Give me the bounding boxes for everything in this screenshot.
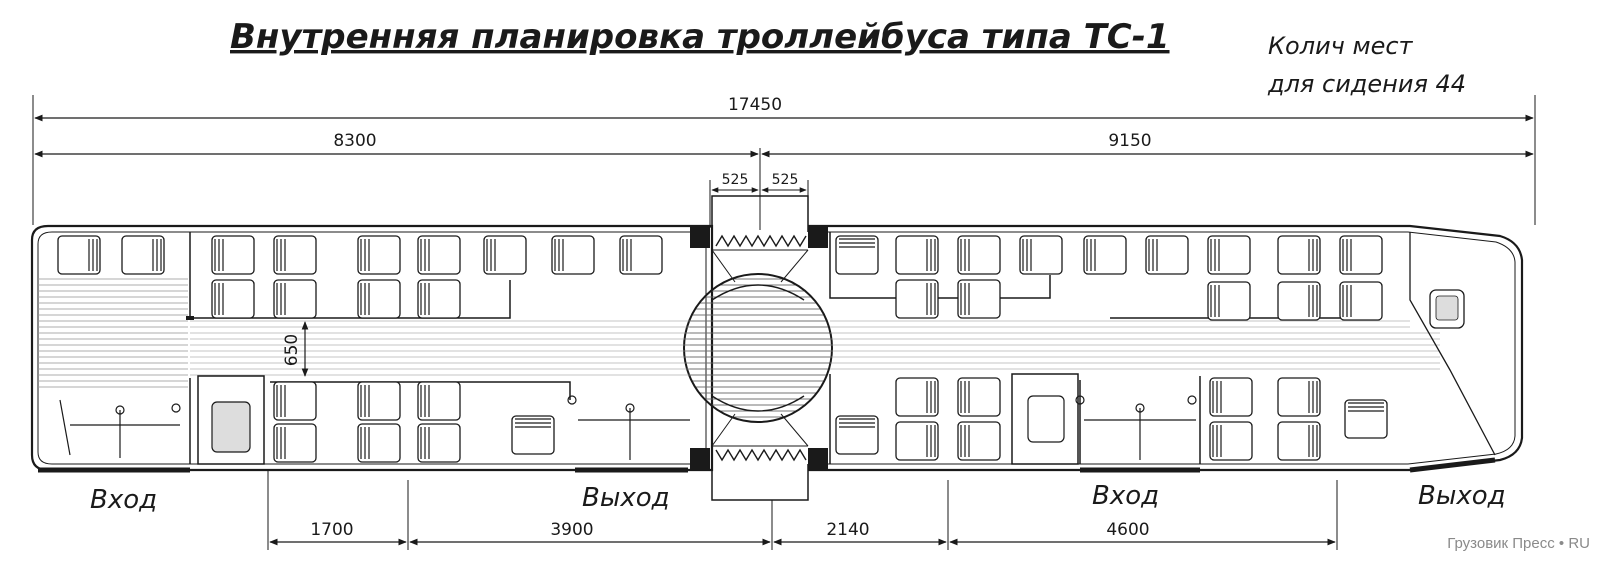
door-label-1: Вход — [90, 485, 157, 515]
seats-note-line2: для сидения 44 — [1267, 70, 1466, 98]
dimension-3900: 3900 — [550, 520, 593, 540]
passenger-seat-33 — [1277, 281, 1321, 321]
passenger-seat-18 — [357, 423, 401, 463]
conductor-booths — [197, 373, 1079, 465]
passenger-seat-17 — [273, 423, 317, 463]
passenger-seat-23 — [957, 235, 1001, 275]
passenger-seat-39 — [835, 415, 879, 455]
passenger-seat-24 — [1019, 235, 1063, 275]
passenger-seat-11 — [273, 279, 317, 319]
diagram-title: Внутренняя планировка троллейбуса типа Т… — [230, 17, 1170, 57]
passenger-seat-4 — [273, 235, 317, 275]
passenger-seat-12 — [357, 279, 401, 319]
passenger-seat-10 — [211, 279, 255, 319]
passenger-seat-19 — [417, 423, 461, 463]
passenger-seat-13 — [417, 279, 461, 319]
passenger-seat-34 — [1339, 281, 1383, 321]
bottom-dimensions: 1700 3900 2140 4600 — [267, 470, 1338, 550]
overall-dimension: 17450 — [32, 95, 1536, 225]
passenger-seat-44 — [1344, 399, 1388, 439]
passenger-seat-22 — [895, 235, 939, 275]
passenger-seat-25 — [1083, 235, 1127, 275]
passenger-seat-35 — [895, 377, 939, 417]
passenger-seat-21 — [835, 235, 879, 275]
passenger-seat-15 — [357, 381, 401, 421]
passenger-seat-27 — [1207, 235, 1251, 275]
passenger-seat-20 — [511, 415, 555, 455]
aisle-dimension: 650 — [282, 321, 309, 377]
passenger-seat-14 — [273, 381, 317, 421]
passenger-seat-3 — [211, 235, 255, 275]
passenger-seat-5 — [357, 235, 401, 275]
passenger-seat-2 — [121, 235, 165, 275]
joint-right-label: 525 — [772, 172, 799, 188]
passenger-seat-36 — [957, 377, 1001, 417]
passenger-seat-31 — [957, 279, 1001, 319]
passenger-seat-30 — [895, 279, 939, 319]
passenger-seat-7 — [483, 235, 527, 275]
seats-note-line1: Колич мест — [1268, 32, 1414, 60]
door-label-3: Вход — [1092, 481, 1159, 511]
passenger-seat-42 — [1209, 421, 1253, 461]
overall-length-label: 17450 — [728, 95, 782, 115]
articulation-bellows — [711, 195, 809, 501]
dimension-1700: 1700 — [310, 520, 353, 540]
section-dimensions: 8300 9150 — [34, 131, 1534, 230]
joint-dimensions: 525 525 — [709, 172, 809, 228]
passenger-seat-28 — [1277, 235, 1321, 275]
passenger-seat-16 — [417, 381, 461, 421]
joint-left-label: 525 — [722, 172, 749, 188]
passenger-seat-6 — [417, 235, 461, 275]
passenger-seat-8 — [551, 235, 595, 275]
passenger-seat-9 — [619, 235, 663, 275]
passenger-seat-40 — [895, 421, 939, 461]
rear-section-label: 9150 — [1108, 131, 1151, 151]
aisle-width-label: 650 — [282, 334, 302, 366]
front-section-label: 8300 — [333, 131, 376, 151]
passenger-seat-26 — [1145, 235, 1189, 275]
door-label-2: Выход — [582, 483, 670, 513]
dimension-2140: 2140 — [826, 520, 869, 540]
door-openings — [38, 457, 1496, 473]
passenger-seat-41 — [957, 421, 1001, 461]
door-steps — [59, 395, 1197, 460]
door-label-4: Выход — [1418, 481, 1506, 511]
passenger-seat-1 — [57, 235, 101, 275]
passenger-seat-37 — [1209, 377, 1253, 417]
dimension-4600: 4600 — [1106, 520, 1149, 540]
passenger-seat-29 — [1339, 235, 1383, 275]
passenger-seat-43 — [1277, 421, 1321, 461]
aisle-floor — [38, 275, 1440, 390]
seats-group — [57, 235, 1388, 463]
passenger-seat-32 — [1207, 281, 1251, 321]
watermark: Грузовик Пресс • RU — [1447, 535, 1590, 552]
driver-cab — [1409, 232, 1496, 456]
passenger-seat-38 — [1277, 377, 1321, 417]
